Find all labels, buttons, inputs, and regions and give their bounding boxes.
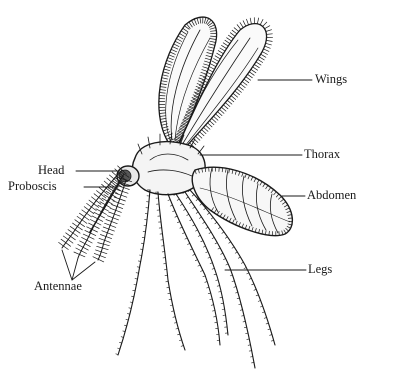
- antennae-leader-1: [62, 250, 72, 280]
- antennae-leader-2: [72, 258, 78, 280]
- label-abdomen: Abdomen: [307, 189, 356, 202]
- label-wings: Wings: [315, 73, 347, 86]
- label-head: Head: [38, 164, 64, 177]
- label-proboscis: Proboscis: [8, 180, 57, 193]
- antennae-leader-3: [72, 262, 95, 280]
- label-thorax: Thorax: [304, 148, 340, 161]
- label-legs: Legs: [308, 263, 332, 276]
- label-antennae: Antennae: [34, 280, 82, 293]
